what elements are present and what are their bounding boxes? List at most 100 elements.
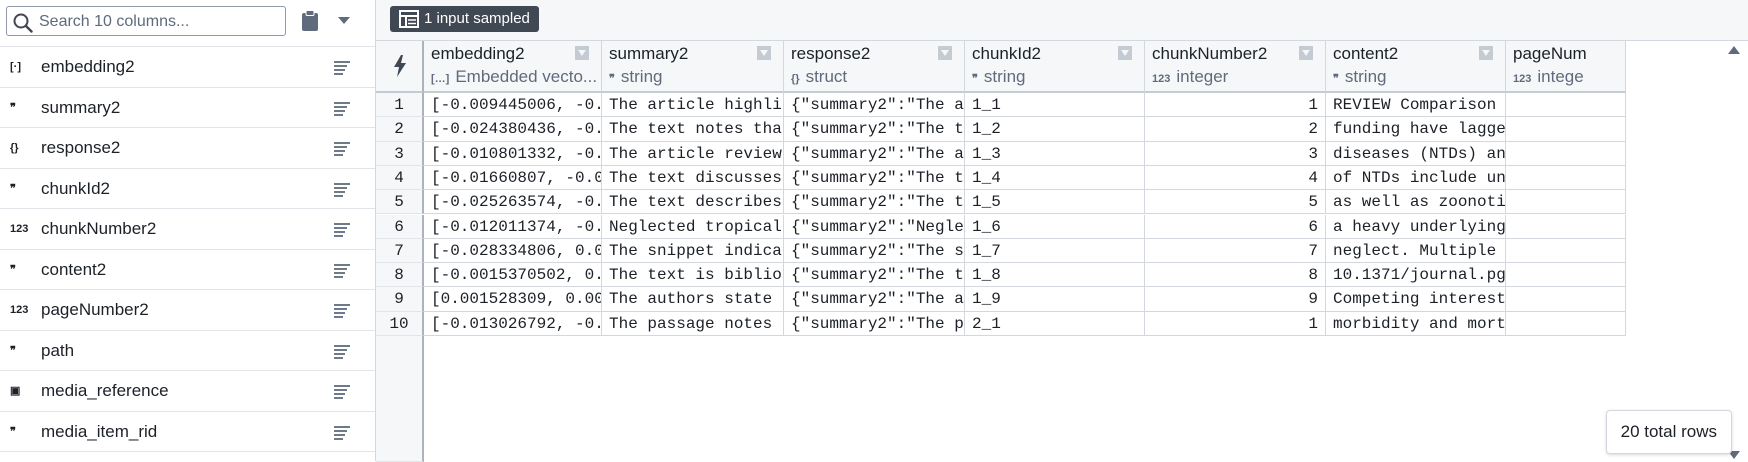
row-number[interactable]: 5 [376,190,424,215]
column-menu-icon[interactable] [334,263,350,278]
row-number-header[interactable] [376,41,424,93]
table-cell-summary2[interactable]: Neglected tropical d [602,214,784,239]
scroll-up-icon[interactable] [1728,45,1740,55]
table-cell-pageNum[interactable] [1506,287,1626,312]
table-cell-chunkNumber2[interactable]: 1 [1145,93,1326,118]
column-item-path[interactable]: ❞path [0,331,375,371]
table-cell-chunkNumber2[interactable]: 5 [1145,190,1326,215]
column-menu-icon[interactable] [334,425,350,440]
table-cell-pageNum[interactable] [1506,311,1626,336]
table-cell-response2[interactable]: {"summary2":"The tex [784,117,965,142]
table-cell-response2[interactable]: {"summary2":"The tex [784,165,965,191]
table-cell-summary2[interactable]: The text notes that [602,117,784,142]
table-cell-chunkId2[interactable]: 1_7 [965,238,1145,264]
table-cell-embedding2[interactable]: [-0.025263574, -0.00 [424,190,602,215]
table-cell-pageNum[interactable] [1506,190,1626,215]
clipboard-button[interactable] [300,10,322,34]
table-cell-content2[interactable]: funding have lagged [1326,117,1506,142]
table-cell-pageNum[interactable] [1506,165,1626,191]
table-cell-chunkId2[interactable]: 1_9 [965,287,1145,312]
filter-icon[interactable] [1479,46,1493,60]
table-cell-response2[interactable]: {"summary2":"Neglect [784,214,965,239]
row-number[interactable]: 3 [376,141,424,166]
table-cell-chunkId2[interactable]: 2_1 [965,311,1145,336]
table-cell-content2[interactable]: morbidity and mortal [1326,311,1506,336]
table-cell-chunkNumber2[interactable]: 2 [1145,117,1326,142]
row-number[interactable]: 4 [376,165,424,191]
table-cell-chunkNumber2[interactable]: 3 [1145,141,1326,166]
column-header-content2[interactable]: content2❞string [1326,41,1506,93]
table-cell-content2[interactable]: diseases (NTDs) and [1326,141,1506,166]
table-cell-summary2[interactable]: The passage notes th [602,311,784,336]
table-cell-summary2[interactable]: The authors state th [602,287,784,312]
table-cell-embedding2[interactable]: [-0.01660807, -0.012 [424,165,602,191]
table-cell-chunkNumber2[interactable]: 9 [1145,287,1326,312]
column-menu-icon[interactable] [334,142,350,156]
column-header-embedding2[interactable]: embedding2[…]Embedded vecto... [424,41,602,93]
row-number[interactable]: 9 [376,287,424,312]
table-cell-embedding2[interactable]: [-0.024380436, -0.00 [424,117,602,142]
row-number[interactable]: 6 [376,214,424,239]
column-item-media-item-rid[interactable]: ❞media_item_rid [0,412,375,452]
table-cell-response2[interactable]: {"summary2":"The tex [784,263,965,288]
table-cell-response2[interactable]: {"summary2":"The tex [784,190,965,215]
table-cell-chunkId2[interactable]: 1_6 [965,214,1145,239]
table-cell-chunkId2[interactable]: 1_8 [965,263,1145,288]
table-cell-chunkNumber2[interactable]: 1 [1145,311,1326,336]
column-menu-icon[interactable] [334,101,350,116]
table-cell-chunkNumber2[interactable]: 8 [1145,263,1326,288]
sample-tag[interactable]: 1 input sampled [390,6,539,32]
column-menu-icon[interactable] [334,182,350,197]
table-cell-pageNum[interactable] [1506,263,1626,288]
search-box[interactable] [6,6,286,36]
table-cell-response2[interactable]: {"summary2":"The art [784,141,965,166]
row-number[interactable]: 1 [376,93,424,118]
table-cell-content2[interactable]: neglect. Multiple in [1326,238,1506,264]
table-cell-chunkNumber2[interactable]: 7 [1145,238,1326,264]
table-cell-chunkId2[interactable]: 1_3 [965,141,1145,166]
filter-icon[interactable] [938,46,952,60]
filter-icon[interactable] [757,46,771,60]
table-cell-embedding2[interactable]: [-0.028334806, 0.005 [424,238,602,264]
table-cell-embedding2[interactable]: [-0.0015370502, 0.00 [424,263,602,288]
table-cell-summary2[interactable]: The text discusses n [602,165,784,191]
table-cell-embedding2[interactable]: [-0.009445006, -0.00 [424,93,602,118]
row-number[interactable]: 2 [376,117,424,142]
table-cell-chunkId2[interactable]: 1_2 [965,117,1145,142]
table-cell-pageNum[interactable] [1506,117,1626,142]
table-cell-summary2[interactable]: The snippet indicate [602,238,784,264]
table-cell-embedding2[interactable]: [0.001528309, 0.0032 [424,287,602,312]
row-number[interactable]: 10 [376,311,424,336]
table-cell-pageNum[interactable] [1506,93,1626,118]
column-menu-icon[interactable] [334,223,350,237]
table-cell-summary2[interactable]: The article reviews [602,141,784,166]
table-cell-pageNum[interactable] [1506,214,1626,239]
table-cell-summary2[interactable]: The text is bibliogr [602,263,784,288]
scroll-down-icon[interactable] [1728,450,1740,460]
filter-icon[interactable] [1299,46,1313,60]
table-cell-content2[interactable]: as well as zoonotic [1326,190,1506,215]
column-menu-icon[interactable] [334,385,350,399]
filter-icon[interactable] [575,46,589,60]
column-menu-icon[interactable] [334,344,350,359]
table-cell-chunkId2[interactable]: 1_4 [965,165,1145,191]
table-cell-embedding2[interactable]: [-0.013026792, -0.00 [424,311,602,336]
column-header-response2[interactable]: response2{}struct [784,41,965,93]
table-cell-summary2[interactable]: The article highligh [602,93,784,118]
column-item-response2[interactable]: {}response2 [0,128,375,169]
column-item-chunkId2[interactable]: ❞chunkId2 [0,169,375,209]
table-cell-embedding2[interactable]: [-0.010801332, -0.00 [424,141,602,166]
row-number[interactable]: 8 [376,263,424,288]
table-cell-content2[interactable]: REVIEW Comparison a [1326,93,1506,118]
column-menu-button[interactable] [336,12,356,32]
column-header-summary2[interactable]: summary2❞string [602,41,784,93]
table-cell-content2[interactable]: of NTDs include unde [1326,165,1506,191]
column-item-summary2[interactable]: ❞summary2 [0,88,375,128]
table-cell-response2[interactable]: {"summary2":"The aut [784,287,965,312]
table-cell-summary2[interactable]: The text describes n [602,190,784,215]
search-input[interactable] [37,11,281,33]
row-number[interactable]: 7 [376,238,424,264]
table-cell-content2[interactable]: 10.1371/journal.pgph [1326,263,1506,288]
